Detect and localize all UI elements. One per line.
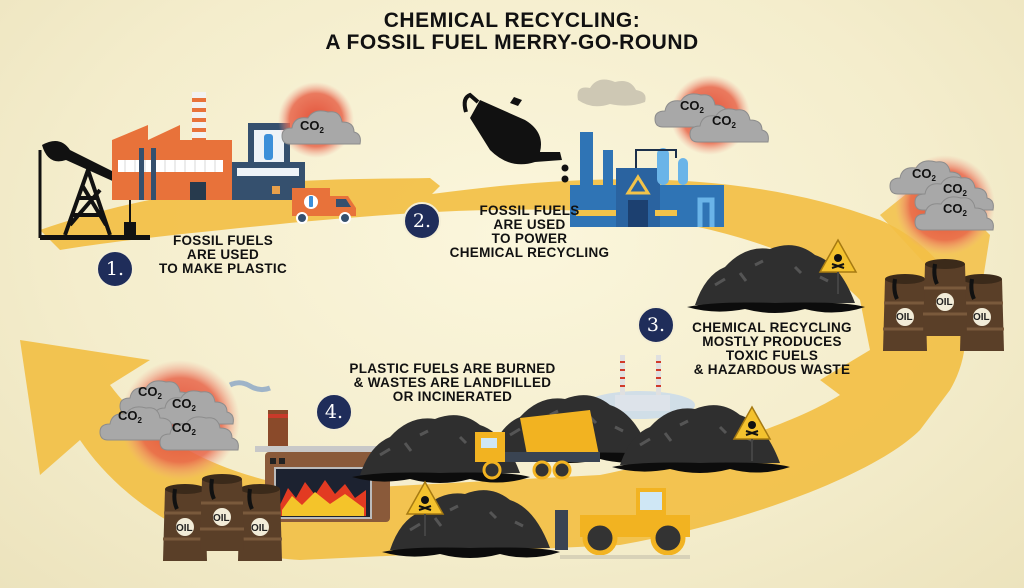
delivery-truck-icon xyxy=(292,188,356,224)
title-line-1: CHEMICAL RECYCLING: xyxy=(383,9,641,32)
recycling-plant-icon xyxy=(570,79,724,227)
svg-text:CO2: CO2 xyxy=(943,181,968,198)
svg-text:CO2: CO2 xyxy=(712,113,737,130)
step-3-line: TOXIC FUELS xyxy=(725,348,819,363)
step-4-badge: 4. xyxy=(315,393,353,431)
step-3-line: CHEMICAL RECYCLING xyxy=(692,320,852,335)
step-2-text: FOSSIL FUELS ARE USED TO POWER CHEMICAL … xyxy=(442,204,617,260)
step-2-line: CHEMICAL RECYCLING xyxy=(449,245,610,260)
svg-text:OIL: OIL xyxy=(176,523,193,534)
step-3-badge: 3. xyxy=(637,306,675,344)
step-1-badge: 1. xyxy=(96,250,134,288)
svg-text:OIL: OIL xyxy=(251,523,268,534)
oil-can-icon xyxy=(462,92,569,183)
dump-truck-icon xyxy=(475,410,600,480)
svg-text:CO2: CO2 xyxy=(912,166,937,183)
title-line-2: A FOSSIL FUEL MERRY-GO-ROUND xyxy=(325,31,699,54)
step-3-line: & HAZARDOUS WASTE xyxy=(693,362,851,377)
svg-text:CO2: CO2 xyxy=(943,201,968,218)
oil-barrel-icon: OIL OIL OIL xyxy=(881,257,1006,353)
co2-cloud-icon: CO2 CO2 CO2 CO2 xyxy=(99,360,240,480)
bulldozer-icon xyxy=(555,488,690,559)
step-4-line: & WASTES ARE LANDFILLED xyxy=(353,375,552,390)
step-1-line: ARE USED xyxy=(186,247,260,262)
incinerator-icon xyxy=(228,380,400,522)
step-4-text: PLASTIC FUELS ARE BURNED & WASTES ARE LA… xyxy=(345,362,560,404)
co2-cloud-icon: CO2 CO2 xyxy=(654,75,769,155)
step-3-text: CHEMICAL RECYCLING MOSTLY PRODUCES TOXIC… xyxy=(672,321,872,377)
oil-barrel-icon: OIL OIL OIL xyxy=(161,472,284,563)
step-3-line: MOSTLY PRODUCES xyxy=(702,334,842,349)
svg-text:CO2: CO2 xyxy=(680,98,705,115)
step-2-line: TO POWER xyxy=(491,231,568,246)
step-2-line: ARE USED xyxy=(493,217,566,232)
oil-pump-icon xyxy=(38,141,150,240)
step-1-text: FOSSIL FUELS ARE USED TO MAKE PLASTIC xyxy=(148,234,298,276)
plastic-factory-icon xyxy=(112,92,305,200)
svg-text:OIL: OIL xyxy=(896,312,913,323)
svg-text:CO2: CO2 xyxy=(172,396,197,413)
svg-text:CO2: CO2 xyxy=(172,420,197,437)
co2-cloud-icon: CO2 CO2 CO2 xyxy=(889,155,995,255)
svg-text:CO2: CO2 xyxy=(300,118,325,135)
step-2-badge: 2. xyxy=(403,202,441,240)
step-1-line: TO MAKE PLASTIC xyxy=(158,261,287,276)
step-1-line: FOSSIL FUELS xyxy=(172,233,274,248)
step-4-line: PLASTIC FUELS ARE BURNED xyxy=(349,361,556,376)
svg-text:CO2: CO2 xyxy=(138,384,163,401)
page-title: CHEMICAL RECYCLING: A FOSSIL FUEL MERRY-… xyxy=(0,10,1024,54)
svg-text:CO2: CO2 xyxy=(118,408,143,425)
svg-text:OIL: OIL xyxy=(936,297,953,308)
svg-text:OIL: OIL xyxy=(973,312,990,323)
step-2-line: FOSSIL FUELS xyxy=(479,203,580,218)
co2-cloud-icon: CO2 xyxy=(278,82,361,158)
step-4-line: OR INCINERATED xyxy=(392,389,513,404)
svg-text:OIL: OIL xyxy=(213,513,230,524)
